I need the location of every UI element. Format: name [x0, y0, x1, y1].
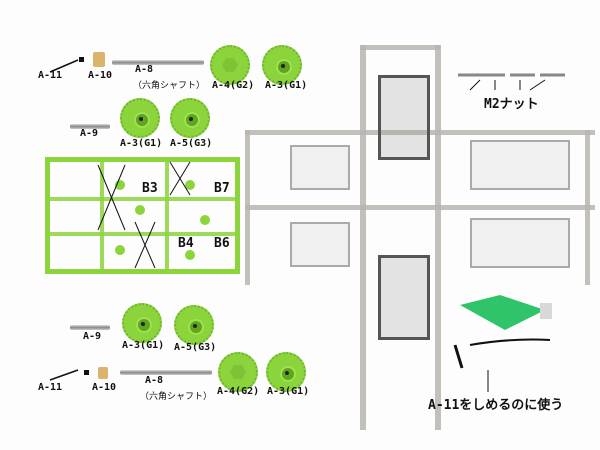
label-a9: A-9 [80, 128, 99, 139]
a9-shaft [70, 325, 110, 330]
servo-case-dark [378, 255, 430, 340]
a3-gear [122, 303, 162, 343]
label-a8-note: （六角シャフト） [133, 81, 206, 91]
a4-gear [218, 352, 258, 392]
sprue-rail [245, 205, 595, 210]
label-a9: A-9 [83, 331, 102, 342]
servo-case-dark [378, 75, 430, 160]
label-a4: A-4(G2) [217, 386, 260, 397]
servo-case-clear [470, 218, 570, 268]
runner-bar [165, 157, 169, 274]
label-a8-note: （六角シャフト） [140, 392, 213, 402]
bushing [135, 205, 145, 215]
a9-shaft [70, 124, 110, 129]
a11-set-screw [79, 57, 84, 62]
label-a10: A-10 [88, 70, 113, 81]
bushing [115, 180, 125, 190]
sprue-rail [585, 130, 590, 285]
bushing [185, 250, 195, 260]
label-a3: A-3(G1) [122, 340, 165, 351]
label-a3: A-3(G1) [267, 386, 310, 397]
sprue-rail [360, 45, 366, 430]
a5-gear [170, 98, 210, 138]
a11-set-screw [84, 370, 89, 375]
servo-case-clear [470, 140, 570, 190]
bushing [115, 245, 125, 255]
sprue-rail [360, 45, 440, 50]
label-b7: B7 [214, 181, 230, 196]
label-b4: B4 [178, 236, 194, 251]
a4-gear [210, 45, 250, 85]
label-a4: A-4(G2) [212, 80, 255, 91]
green-runner [45, 157, 240, 274]
a3-gear [262, 45, 302, 85]
sprue-rail [245, 130, 250, 285]
a8-hex-shaft [112, 60, 204, 65]
a3-gear [120, 98, 160, 138]
label-a11: A-11 [38, 382, 63, 393]
servo-case-clear [290, 222, 350, 267]
a10-brass-collar [93, 52, 105, 67]
label-a8: A-8 [145, 375, 164, 386]
label-b6: B6 [214, 236, 230, 251]
bushing [200, 215, 210, 225]
sprue-rail [435, 45, 441, 430]
label-a3: A-3(G1) [265, 80, 308, 91]
sprue-rail [245, 130, 595, 135]
a10-brass-collar [98, 367, 108, 379]
label-a3: A-3(G1) [120, 138, 163, 149]
label-a11: A-11 [38, 70, 63, 81]
runner-bar [45, 197, 240, 201]
servo-case-clear [290, 145, 350, 190]
a5-gear [174, 305, 214, 345]
runner-bar [45, 232, 240, 236]
label-a8: A-8 [135, 64, 154, 75]
runner-bar [100, 157, 104, 274]
label-a5: A-5(G3) [170, 138, 213, 149]
bushing [185, 180, 195, 190]
a3-gear [266, 352, 306, 392]
label-b3: B3 [142, 181, 158, 196]
label-a5: A-5(G3) [174, 342, 217, 353]
a8-hex-shaft [120, 370, 212, 375]
label-a10: A-10 [92, 382, 117, 393]
label-wrench-use: A-11をしめるのに使う [428, 398, 564, 413]
label-m2-nut: M2ナット [484, 97, 539, 112]
